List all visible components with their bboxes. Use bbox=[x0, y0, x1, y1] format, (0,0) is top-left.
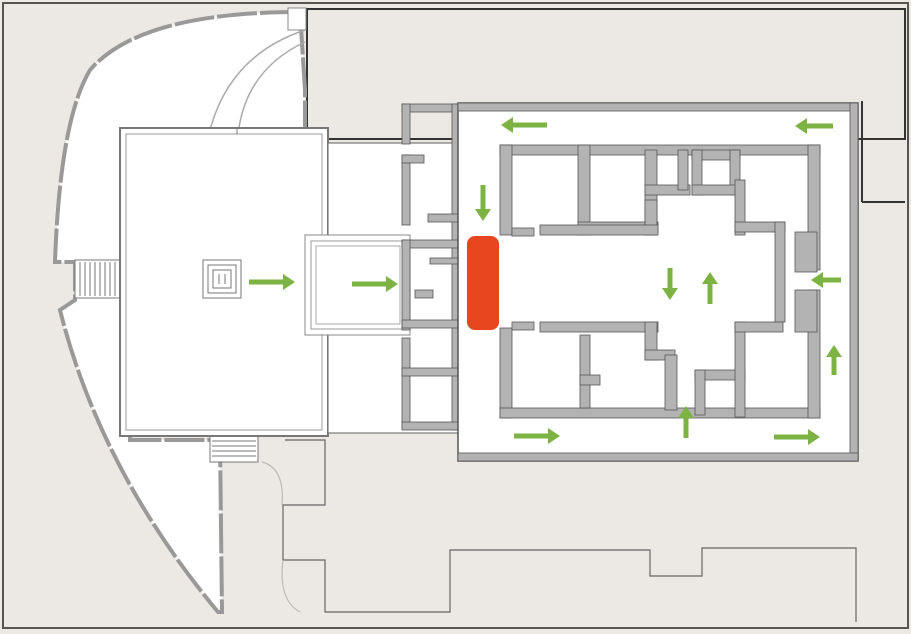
north-gate bbox=[287, 7, 307, 31]
arrow-west-corridor-south bbox=[475, 185, 491, 221]
west-crescent-enclosure bbox=[52, 7, 307, 614]
arrow-forecourt-east bbox=[249, 274, 295, 290]
highlighted-wall-marker bbox=[467, 236, 499, 330]
altar-icon bbox=[202, 259, 242, 299]
arrow-south-corridor-east-a bbox=[514, 428, 560, 444]
arrow-central-hall-south bbox=[662, 268, 678, 300]
forecourt bbox=[119, 127, 329, 437]
flow-arrows bbox=[249, 117, 842, 445]
arrow-north-corridor-west-b bbox=[795, 118, 833, 134]
arrow-north-corridor-west-a bbox=[501, 117, 547, 133]
arrow-central-hall-north bbox=[702, 272, 718, 304]
arrow-south-corridor-east-b bbox=[774, 429, 820, 445]
stairs-icon bbox=[74, 259, 259, 463]
arrow-east-corridor-north bbox=[826, 345, 842, 375]
gatehouse bbox=[304, 103, 461, 434]
site-boundaries bbox=[261, 439, 857, 622]
arrow-south-room-north bbox=[678, 406, 694, 438]
arrow-east-corridor-west bbox=[811, 272, 841, 288]
main-temple-compound bbox=[457, 102, 859, 462]
arrow-gatehouse-east bbox=[352, 276, 398, 292]
